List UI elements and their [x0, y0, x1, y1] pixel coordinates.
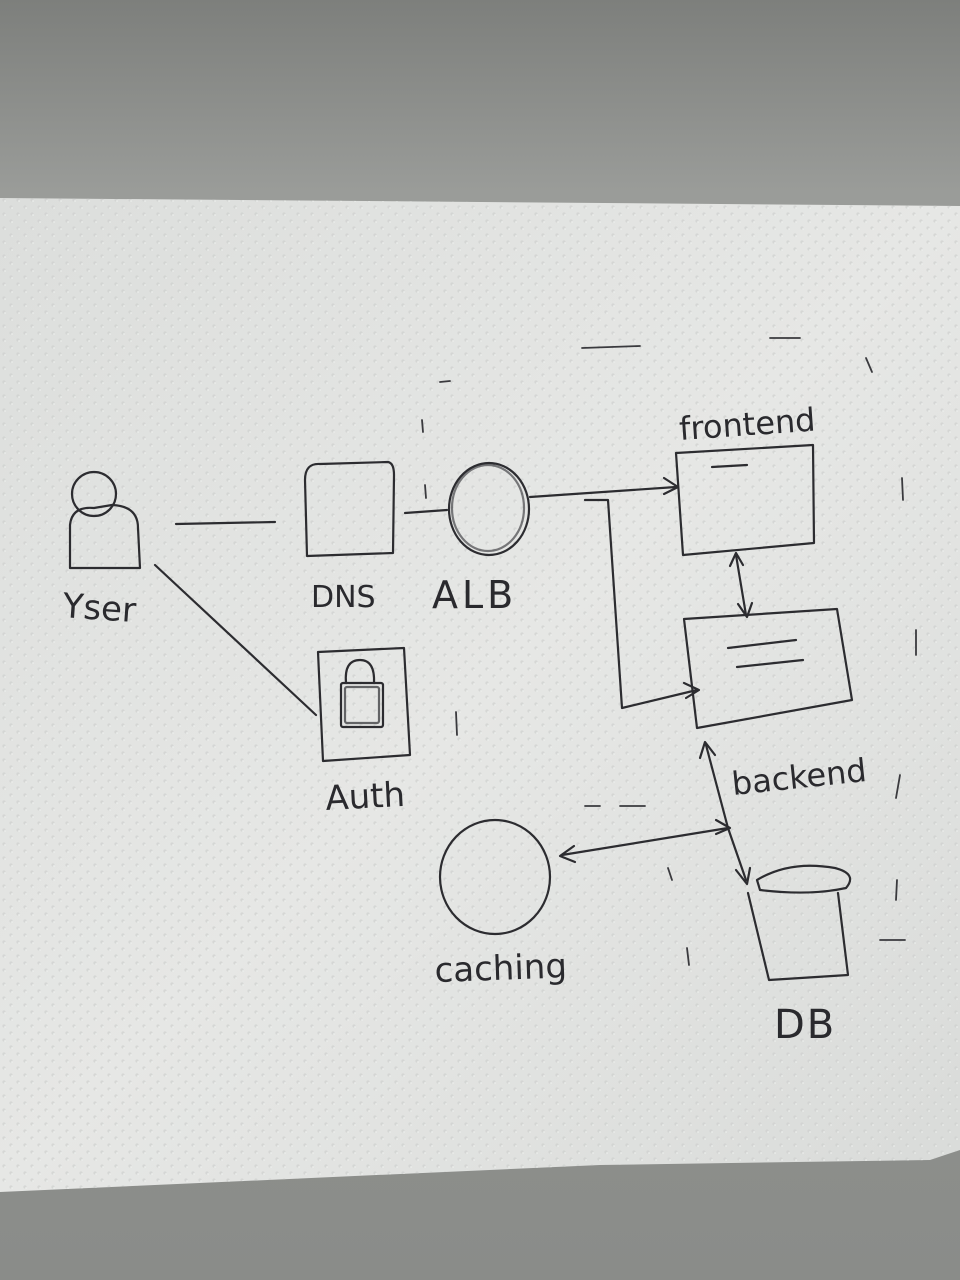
edge-frontend-backend: [734, 553, 748, 617]
lock-icon: [339, 658, 385, 729]
edge-alb-backend: [583, 498, 699, 710]
alb-circle: [447, 461, 531, 557]
frontend-label: frontend: [678, 401, 817, 448]
dns-label: DNS: [311, 580, 376, 615]
backend-box: [682, 607, 854, 730]
edge-alb-frontend: [528, 485, 678, 499]
auth-label: Auth: [324, 775, 406, 819]
user-label: Yser: [60, 586, 137, 631]
alb-node: [447, 461, 531, 557]
frontend-node: [674, 443, 816, 557]
edge-user-dns: [174, 520, 277, 526]
frontend-box: [674, 443, 816, 557]
caching-label: caching: [434, 946, 568, 991]
edge-backend-caching: [560, 826, 730, 857]
bucket-icon: [746, 864, 852, 982]
arrowhead-fb-bottom: [736, 601, 754, 619]
alb-label: ALB: [432, 573, 517, 617]
dashed-boundary: [421, 337, 917, 966]
auth-node: [316, 646, 412, 763]
arrowhead-bd-top: [698, 740, 717, 760]
db-label: DB: [774, 1002, 836, 1048]
user-node: [68, 470, 142, 570]
paper-sheet: [0, 198, 960, 1192]
arrowhead-fb-top: [728, 551, 745, 568]
db-node: [746, 864, 852, 982]
caching-node: [438, 818, 552, 936]
arrowhead-backend: [682, 681, 701, 700]
dns-node: [303, 460, 396, 558]
arrowhead-bd-bottom: [734, 866, 752, 886]
caching-circle: [438, 818, 552, 936]
edges: [153, 476, 754, 886]
auth-box: [316, 646, 412, 763]
edge-user-auth: [153, 563, 318, 717]
backend-node: [682, 607, 854, 730]
dns-box: [303, 460, 396, 558]
person-icon: [68, 470, 142, 570]
edge-dns-alb: [403, 508, 449, 515]
arrowhead-caching: [558, 844, 577, 864]
